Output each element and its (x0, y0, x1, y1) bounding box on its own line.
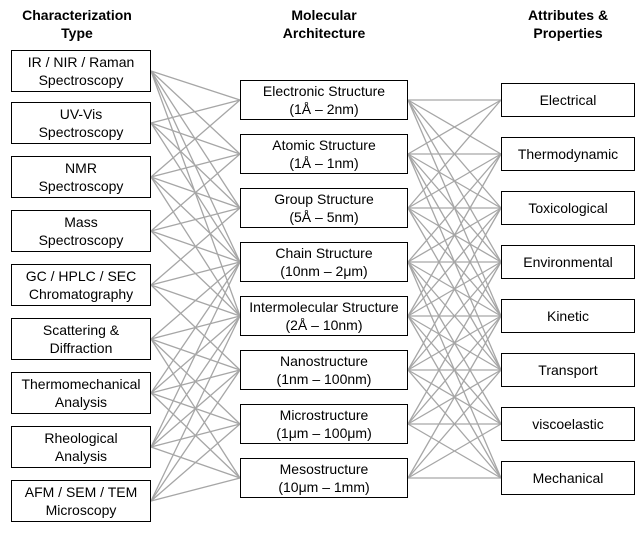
characterization-box-5: GC / HPLC / SEC Chromatography (11, 264, 151, 306)
connector-left-5-mid-4 (150, 261, 241, 286)
connector-mid-7-right-5 (407, 315, 502, 425)
architecture-box-7: Microstructure (1μm – 100μm) (240, 404, 408, 444)
header-characterization-type: Characterization Type (22, 7, 132, 41)
connector-left-9-mid-7 (150, 423, 241, 502)
property-box-4: Environmental (501, 245, 635, 279)
architecture-box-5: Intermolecular Structure (2Å – 10nm) (240, 296, 408, 336)
connector-mid-4-right-2 (407, 153, 502, 263)
connector-mid-7-right-4 (407, 261, 502, 425)
connector-left-1-mid-3 (150, 70, 241, 209)
characterization-box-2: UV-Vis Spectroscopy (11, 102, 151, 144)
connector-left-1-mid-1 (150, 70, 241, 101)
characterization-box-8: Rheological Analysis (11, 426, 151, 468)
architecture-box-8: Mesostructure (10μm – 1mm) (240, 458, 408, 498)
connector-left-7-mid-4 (150, 261, 241, 394)
connector-left-6-mid-4 (150, 261, 241, 340)
property-box-1: Electrical (501, 83, 635, 117)
characterization-box-1: IR / NIR / Raman Spectroscopy (11, 50, 151, 92)
characterization-box-4: Mass Spectroscopy (11, 210, 151, 252)
connector-mid-8-right-5 (407, 315, 502, 479)
connector-left-8-mid-5 (150, 315, 241, 448)
connector-left-9-mid-8 (150, 477, 241, 502)
connector-left-1-mid-2 (150, 70, 241, 155)
architecture-box-4: Chain Structure (10nm – 2μm) (240, 242, 408, 282)
connector-left-8-mid-4 (150, 261, 241, 448)
connector-left-4-mid-3 (150, 207, 241, 232)
connector-left-1-mid-4 (150, 70, 241, 263)
characterization-box-9: AFM / SEM / TEM Microscopy (11, 480, 151, 522)
connector-mid-6-right-4 (407, 261, 502, 371)
header-molecular-architecture: Molecular Architecture (282, 7, 366, 41)
connector-mid-3-right-2 (407, 153, 502, 209)
connector-mid-5-right-2 (407, 153, 502, 317)
property-box-8: Mechanical (501, 461, 635, 495)
architecture-box-6: Nanostructure (1nm – 100nm) (240, 350, 408, 390)
property-box-3: Toxicological (501, 191, 635, 225)
architecture-box-3: Group Structure (5Å – 5nm) (240, 188, 408, 228)
characterization-box-3: NMR Spectroscopy (11, 156, 151, 198)
connector-left-3-mid-2 (150, 153, 241, 178)
property-box-6: Transport (501, 353, 635, 387)
connector-left-4-mid-2 (150, 153, 241, 232)
property-box-2: Thermodynamic (501, 137, 635, 171)
connector-left-5-mid-3 (150, 207, 241, 286)
connector-left-2-mid-1 (150, 99, 241, 124)
connector-mid-8-right-7 (407, 423, 502, 479)
property-box-5: Kinetic (501, 299, 635, 333)
connector-mid-3-right-1 (407, 99, 502, 209)
connector-mid-2-right-1 (407, 99, 502, 155)
header-attributes-properties: Attributes & Properties (527, 7, 609, 41)
connector-mid-6-right-3 (407, 207, 502, 371)
connector-left-9-mid-6 (150, 369, 241, 502)
connector-left-3-mid-1 (150, 99, 241, 178)
property-box-7: viscoelastic (501, 407, 635, 441)
connector-left-9-mid-5 (150, 315, 241, 502)
characterization-box-7: Thermomechanical Analysis (11, 372, 151, 414)
connector-mid-5-right-3 (407, 207, 502, 317)
characterization-box-6: Scattering & Diffraction (11, 318, 151, 360)
architecture-box-2: Atomic Structure (1Å – 1nm) (240, 134, 408, 174)
connector-mid-8-right-6 (407, 369, 502, 479)
architecture-box-1: Electronic Structure (1Å – 2nm) (240, 80, 408, 120)
